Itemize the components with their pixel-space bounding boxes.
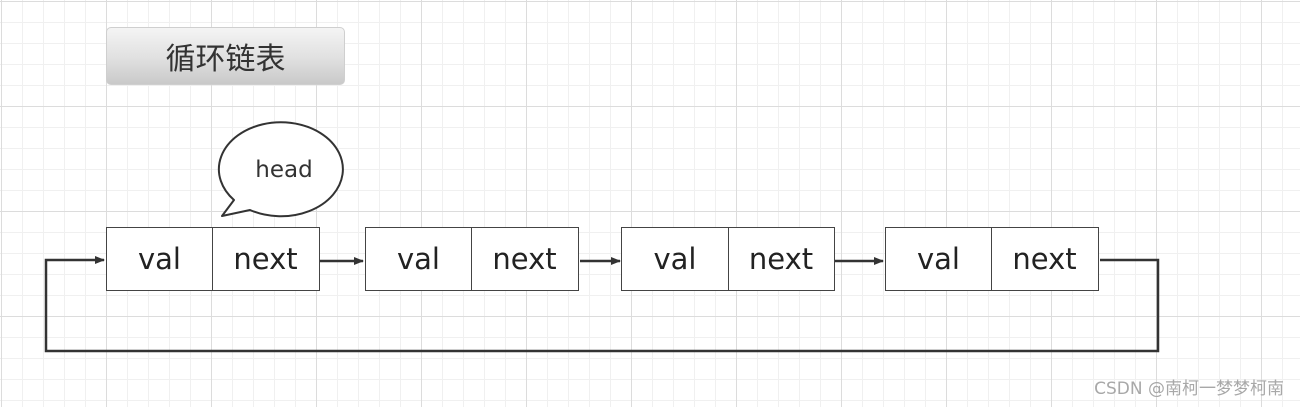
node-val-cell: val [886, 228, 992, 290]
list-node-1: val next [106, 227, 320, 291]
head-callout-bubble [217, 121, 344, 218]
node-next-cell: next [1012, 242, 1077, 276]
loop-back-arrow [44, 256, 1160, 353]
list-node-4: val next [885, 227, 1099, 291]
head-label: head [255, 157, 313, 183]
diagram-title: 循环链表 [106, 27, 345, 85]
node-next-cell: next [492, 242, 557, 276]
node-val-cell: val [622, 228, 729, 290]
list-node-2: val next [365, 227, 579, 291]
node-next-cell: next [748, 242, 814, 276]
watermark-text: CSDN @南柯一梦梦柯南 [1094, 379, 1284, 399]
node-next-cell: next [233, 242, 298, 276]
node-val-cell: val [107, 228, 213, 290]
list-node-3: val next [621, 227, 835, 291]
node-val-cell: val [366, 228, 472, 290]
